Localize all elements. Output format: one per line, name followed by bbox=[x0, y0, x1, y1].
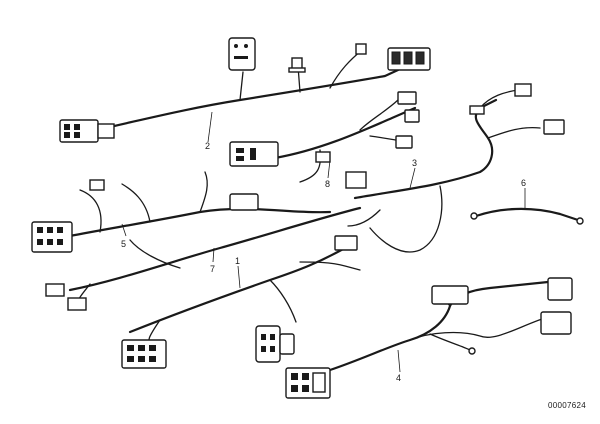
connector-bottom-right-b bbox=[540, 311, 572, 335]
connector-right-a bbox=[514, 83, 532, 97]
callout-8: 8 bbox=[325, 179, 330, 189]
connector-lower-left-a bbox=[45, 283, 65, 297]
connector-6pin-center-left bbox=[121, 339, 167, 369]
connector-small-left bbox=[89, 179, 105, 191]
connector-round-plug bbox=[255, 325, 295, 363]
callout-2: 2 bbox=[205, 141, 210, 151]
harness-6 bbox=[470, 207, 584, 225]
connector-mid bbox=[345, 171, 367, 189]
connector-right-b bbox=[543, 119, 565, 135]
harness-8 bbox=[229, 91, 420, 183]
connector-plug-c bbox=[395, 135, 413, 149]
callout-5: 5 bbox=[121, 239, 126, 249]
callout-3: 3 bbox=[412, 158, 417, 168]
callout-7: 7 bbox=[210, 264, 215, 274]
connector-inline bbox=[315, 151, 331, 163]
callouts: 2 8 3 6 5 7 1 4 bbox=[121, 111, 526, 383]
connector-relay-block bbox=[229, 141, 279, 167]
harness-5-7 bbox=[31, 171, 362, 311]
relay-center bbox=[229, 193, 259, 211]
connector-6pin-bottom bbox=[285, 367, 331, 399]
callout-4: 4 bbox=[396, 373, 401, 383]
connector-center-block bbox=[334, 235, 358, 251]
harness-2 bbox=[59, 37, 431, 143]
connector-plug-a bbox=[397, 91, 417, 105]
terminal-small bbox=[288, 57, 306, 73]
connector-vertical-plug bbox=[228, 37, 256, 71]
connector-lower-left-b bbox=[67, 297, 87, 311]
harness-4 bbox=[285, 277, 573, 399]
connector-4pin-top-left bbox=[59, 119, 115, 143]
connector-6pin-left bbox=[31, 221, 73, 253]
connector-bottom-right-a bbox=[547, 277, 573, 301]
callout-1: 1 bbox=[235, 256, 240, 266]
harness-1 bbox=[121, 235, 361, 369]
ring-terminal bbox=[468, 347, 476, 355]
connector-plug-b bbox=[404, 109, 420, 123]
harness-3 bbox=[345, 83, 565, 253]
connector-top-right bbox=[355, 43, 431, 71]
grommet bbox=[469, 105, 485, 115]
relay-bottom bbox=[431, 285, 469, 305]
document-number: 00007624 bbox=[548, 401, 586, 410]
callout-6: 6 bbox=[521, 178, 526, 188]
